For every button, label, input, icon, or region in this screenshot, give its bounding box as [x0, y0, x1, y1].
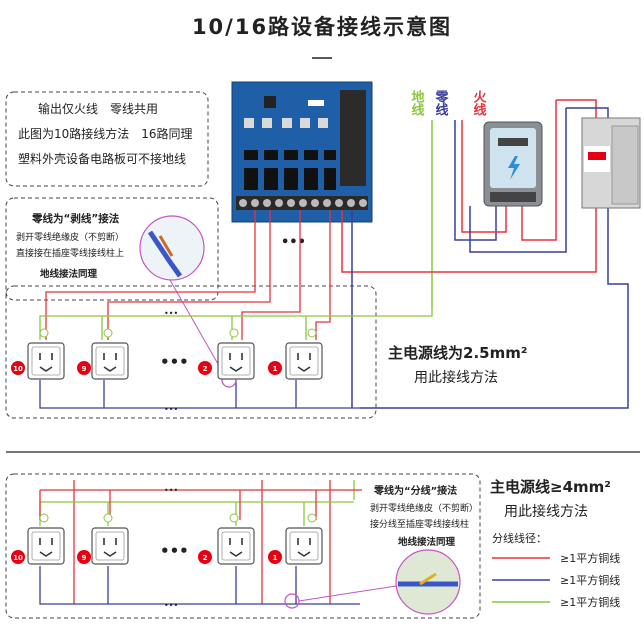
- split-note-line-1: 剥开零线绝缘皮（不剪断）: [370, 502, 478, 514]
- board-ellipsis: •••: [281, 235, 306, 250]
- strip-note-box: 零线为“剥线”接法 剥开零线绝缘皮（不剪断） 直接接在插座零线接线柱上 地线接法…: [5, 197, 219, 301]
- svg-text:1: 1: [273, 554, 278, 562]
- strip-note-title: 零线为“剥线”接法: [31, 212, 120, 225]
- svg-text:1: 1: [273, 365, 278, 373]
- split-note-title: 零线为“分线”接法: [373, 484, 457, 497]
- circuit-board: [231, 81, 373, 223]
- electric-meter: [483, 121, 543, 207]
- method-a-subtitle: 用此接线方法: [414, 369, 498, 386]
- socket-bottom-1: 1: [268, 513, 323, 565]
- split-note-footer: 地线接法同理: [398, 536, 456, 548]
- strip-note-footer: 地线接法同理: [40, 268, 98, 280]
- top-socket-ellipsis: •••: [160, 353, 189, 371]
- wire-label-neutral: 零线: [433, 90, 450, 117]
- svg-text:9: 9: [82, 554, 87, 562]
- legend-item-3: ≥1平方铜线: [560, 595, 620, 609]
- top-socket-ellipsis-upper: •••: [164, 309, 178, 318]
- socket-top-10: 10: [11, 328, 65, 380]
- bottom-socket-wires: [39, 480, 362, 605]
- strip-note-line-1: 剥开零线绝缘皮（不剪断）: [16, 231, 124, 243]
- socket-bottom-9: 9: [77, 513, 129, 565]
- note-line-3: 塑料外壳设备电路板可不接地线: [18, 151, 186, 166]
- svg-text:10: 10: [13, 365, 23, 373]
- method-a-title: 主电源线为2.5mm²: [388, 344, 527, 362]
- svg-text:9: 9: [82, 365, 87, 373]
- socket-bottom-10: 10: [11, 513, 65, 565]
- legend: 分线线径： ≥1平方铜线 ≥1平方铜线 ≥1平方铜线: [492, 531, 620, 609]
- page-title: 10/16路设备接线示意图: [192, 15, 452, 39]
- wire-label-earth: 地线: [409, 89, 425, 117]
- socket-top-1: 1: [268, 328, 323, 380]
- svg-text:地线: 地线: [409, 89, 425, 117]
- svg-text:2: 2: [203, 554, 208, 562]
- socket-top-2: 2: [198, 328, 255, 380]
- split-note: 零线为“分线”接法 剥开零线绝缘皮（不剪断） 接分线至插座零线接线柱 地线接法同…: [370, 484, 478, 548]
- split-note-line-2: 接分线至插座零线接线柱: [370, 518, 469, 530]
- bottom-socket-ellipsis-upper: •••: [164, 486, 178, 495]
- method-b-subtitle: 用此接线方法: [504, 503, 588, 520]
- socket-top-9: 9: [77, 328, 129, 380]
- supply-wires: [341, 99, 629, 409]
- svg-text:零线: 零线: [433, 90, 450, 117]
- stripped-wire-photo: [139, 215, 205, 281]
- legend-item-2: ≥1平方铜线: [560, 573, 620, 587]
- circuit-breaker: [581, 117, 641, 209]
- svg-text:10: 10: [13, 554, 23, 562]
- svg-text:2: 2: [203, 365, 208, 373]
- bottom-socket-ellipsis-lower: •••: [164, 601, 178, 610]
- top-socket-ellipsis-lower: •••: [164, 405, 178, 414]
- method-b-title: 主电源线≥4mm²: [490, 478, 611, 496]
- legend-title: 分线线径：: [492, 531, 547, 545]
- note-line-2: 此图为10路接线方法 16路同理: [18, 126, 193, 141]
- note-line-1: 输出仅火线 零线共用: [38, 101, 158, 116]
- wire-label-live: 火线: [471, 90, 487, 117]
- split-wire-photo: [395, 549, 461, 615]
- legend-item-1: ≥1平方铜线: [560, 551, 620, 565]
- note-box: 输出仅火线 零线共用 此图为10路接线方法 16路同理 塑料外壳设备电路板可不接…: [5, 91, 209, 187]
- bottom-socket-ellipsis: •••: [160, 542, 189, 560]
- svg-text:火线: 火线: [471, 90, 487, 117]
- strip-note-line-2: 直接接在插座零线接线柱上: [16, 247, 124, 259]
- socket-bottom-2: 2: [198, 513, 255, 565]
